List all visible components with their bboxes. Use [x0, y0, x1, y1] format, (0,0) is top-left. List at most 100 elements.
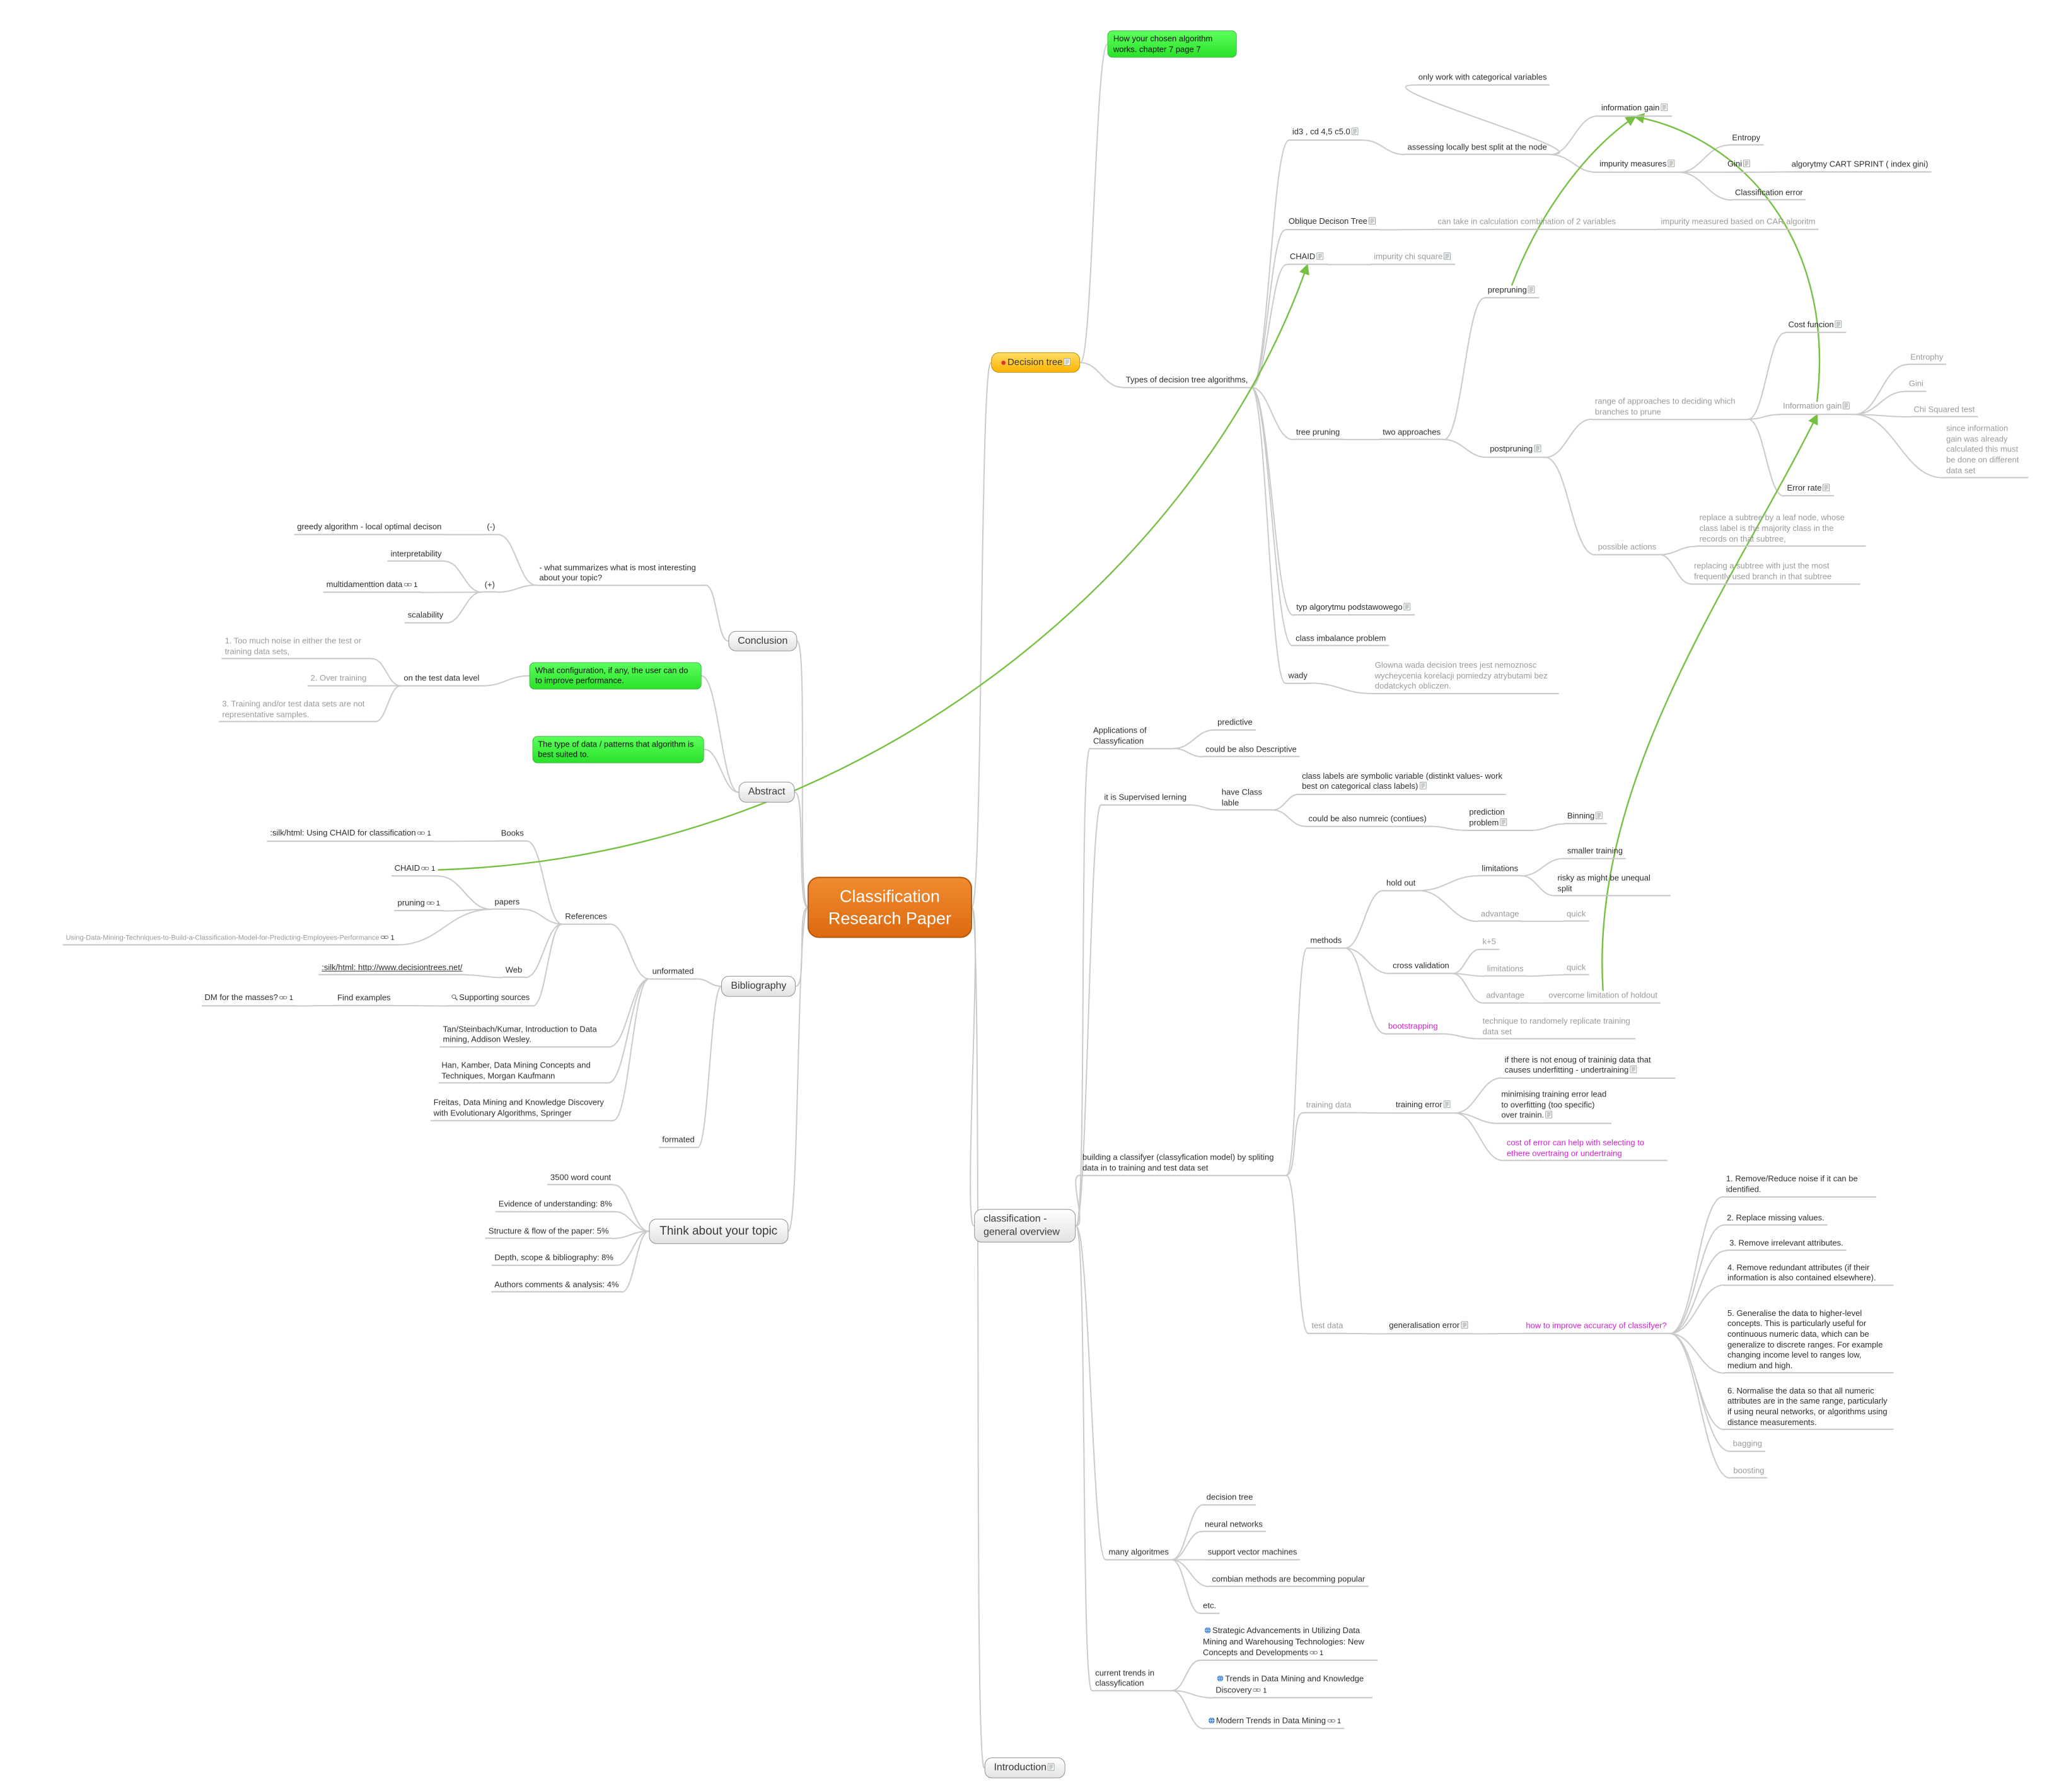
mindmap-node-types[interactable]: Types of decision tree algorithms, — [1122, 375, 1251, 388]
link-icon[interactable] — [1309, 1648, 1318, 1659]
mindmap-node-class-labels[interactable]: class labels are symbolic variable (dist… — [1299, 771, 1506, 795]
mindmap-node-only-work[interactable]: only work with categorical variables — [1415, 73, 1550, 86]
mindmap-node-root[interactable]: Classification Research Paper — [808, 876, 972, 938]
mindmap-node-possible-actions[interactable]: possible actions — [1594, 542, 1660, 556]
mindmap-node-building[interactable]: building a classifyer (classyfication mo… — [1079, 1153, 1287, 1177]
mindmap-node-chi-squared[interactable]: Chi Squared test — [1910, 404, 1978, 417]
link-icon[interactable] — [421, 864, 429, 875]
mindmap-node-binning[interactable]: Binning — [1563, 811, 1608, 825]
note-icon[interactable] — [1351, 127, 1359, 138]
mindmap-node-dt-algo[interactable]: decision tree — [1203, 1492, 1256, 1506]
mindmap-node-structure-flow[interactable]: Structure & flow of the paper: 5% — [485, 1226, 612, 1240]
mindmap-node-impurity-car[interactable]: impurity measured based on CAR algoritm — [1657, 217, 1819, 230]
mindmap-node-think-topic[interactable]: Think about your topic — [649, 1218, 789, 1244]
mindmap-node-bootstrapping[interactable]: bootstrapping — [1384, 1021, 1441, 1035]
link-icon[interactable] — [426, 899, 434, 909]
note-icon[interactable] — [1443, 1100, 1451, 1111]
mindmap-node-tan[interactable]: Tan/Steinbach/Kumar, Introduction to Dat… — [439, 1024, 610, 1048]
note-icon[interactable] — [1630, 1066, 1637, 1076]
mindmap-node-noise[interactable]: 1. Too much noise in either the test or … — [221, 636, 373, 660]
mindmap-node-training-error[interactable]: training error — [1392, 1100, 1455, 1114]
note-icon[interactable] — [1048, 1762, 1055, 1774]
note-icon[interactable] — [1534, 445, 1541, 455]
mindmap-node-introduction[interactable]: Introduction — [984, 1757, 1066, 1779]
mindmap-node-decisiontrees-url[interactable]: :silk/html: http://www.decisiontrees.net… — [318, 962, 466, 975]
mindmap-node-web[interactable]: Web — [502, 965, 526, 979]
mindmap-node-oblique[interactable]: Oblique Decison Tree — [1285, 217, 1380, 231]
mindmap-node-greedy[interactable]: greedy algorithm - local optimal decison — [294, 522, 445, 535]
note-icon[interactable] — [1500, 818, 1507, 829]
mindmap-node-postpruning[interactable]: postpruning — [1487, 444, 1546, 458]
mindmap-node-assessing[interactable]: assessing locally best split at the node — [1404, 142, 1550, 155]
mindmap-node-svm-algo[interactable]: support vector machines — [1204, 1547, 1301, 1561]
mindmap-node-type-of-data[interactable]: The type of data / patterns that algorit… — [532, 735, 704, 764]
mindmap-node-minus[interactable]: (-) — [484, 522, 499, 535]
mindmap-node-predictive[interactable]: predictive — [1214, 718, 1256, 731]
mindmap-node-minimising[interactable]: minimising training error lead to overfi… — [1498, 1090, 1612, 1124]
mindmap-node-current-trends[interactable]: current trends in classyfication — [1092, 1668, 1172, 1692]
link-icon[interactable] — [279, 994, 287, 1004]
mindmap-node-quick2[interactable]: quick — [1563, 962, 1589, 975]
mindmap-node-freitas[interactable]: Freitas, Data Mining and Knowledge Disco… — [430, 1098, 613, 1122]
mindmap-node-risky[interactable]: risky as might be unequal split — [1554, 873, 1671, 897]
mindmap-node-dm-masses[interactable]: DM for the masses?1 — [201, 993, 296, 1007]
mindmap-node-gini[interactable]: Gini — [1724, 159, 1755, 173]
mindmap-node-word-count[interactable]: 3500 word count — [547, 1173, 615, 1186]
mindmap-node-not-enough[interactable]: if there is not enoug of traininig data … — [1501, 1054, 1675, 1079]
mindmap-node-cost-of-error[interactable]: cost of error can help with selecting to… — [1503, 1138, 1668, 1161]
mindmap-node-cart[interactable]: algorytmy CART SPRINT ( index gini) — [1788, 160, 1932, 173]
mindmap-node-improve6[interactable]: 6. Normalise the data so that all numeri… — [1724, 1386, 1894, 1430]
note-icon[interactable] — [1403, 602, 1411, 614]
mindmap-node-gini2[interactable]: Gini — [1905, 379, 1927, 392]
mindmap-node-improve3[interactable]: 3. Remove irrelevant attributes. — [1726, 1238, 1847, 1252]
mindmap-node-how-improve[interactable]: how to improve accuracy of classifyer? — [1523, 1321, 1670, 1334]
mindmap-node-cost-funcion[interactable]: Cost funcion — [1785, 320, 1847, 334]
mindmap-node-not-representative[interactable]: 3. Training and/or test data sets are no… — [219, 699, 376, 723]
mindmap-node-bagging[interactable]: bagging — [1729, 1439, 1765, 1452]
mindmap-node-generalisation-error[interactable]: generalisation error — [1386, 1321, 1473, 1335]
mindmap-node-plus[interactable]: (+) — [481, 579, 498, 593]
mindmap-node-green-top[interactable]: How your chosen algorithm works. chapter… — [1107, 30, 1237, 58]
mindmap-node-unformated[interactable]: unformated — [649, 967, 697, 980]
mindmap-node-id3[interactable]: id3 , cd 4,5 c5.0 — [1289, 127, 1363, 141]
link-icon[interactable] — [417, 829, 426, 840]
mindmap-node-range-approaches[interactable]: range of approaches to deciding which br… — [1591, 397, 1748, 420]
mindmap-node-quick1[interactable]: quick — [1563, 909, 1589, 922]
mindmap-node-books[interactable]: Books — [497, 829, 527, 842]
note-icon[interactable] — [1064, 357, 1071, 369]
mindmap-node-tree-pruning[interactable]: tree pruning — [1292, 427, 1343, 440]
link-icon[interactable] — [403, 580, 412, 591]
mindmap-node-limitations1[interactable]: limitations — [1478, 863, 1522, 876]
note-icon[interactable] — [1835, 320, 1842, 331]
mindmap-node-prepruning[interactable]: prepruning — [1484, 285, 1540, 299]
mindmap-node-supporting-sources[interactable]: Supporting sources — [446, 993, 533, 1007]
note-icon[interactable] — [1419, 782, 1427, 793]
note-icon[interactable] — [1596, 811, 1603, 822]
mindmap-node-decision-tree[interactable]: Decision tree — [990, 352, 1081, 373]
mindmap-node-combian[interactable]: combian methods are becomming popular — [1209, 1574, 1369, 1587]
mindmap-node-on-test-data[interactable]: on the test data level — [400, 673, 483, 687]
mindmap-node-many-algoritmes[interactable]: many algoritmes — [1105, 1547, 1172, 1561]
mindmap-node-papers[interactable]: papers — [491, 897, 523, 910]
mindmap-node-descriptive[interactable]: could be also Descriptive — [1202, 744, 1300, 757]
mindmap-node-strategic[interactable]: Strategic Advancements in Utilizing Data… — [1200, 1626, 1378, 1661]
mindmap-node-overcome[interactable]: overcome limitation of holdout — [1545, 991, 1661, 1004]
mindmap-node-error-rate[interactable]: Error rate — [1784, 483, 1835, 497]
mindmap-node-cross-validation[interactable]: cross validation — [1389, 961, 1453, 974]
mindmap-node-info-gain[interactable]: information gain — [1598, 103, 1673, 117]
mindmap-node-class-overview[interactable]: classification - general overview — [973, 1209, 1076, 1243]
note-icon[interactable] — [1668, 160, 1675, 170]
mindmap-node-prediction-problem[interactable]: prediction problem — [1466, 807, 1531, 832]
note-icon[interactable] — [1316, 252, 1324, 263]
mindmap-node-applications[interactable]: Applications of Classyfication — [1090, 726, 1175, 750]
mindmap-node-take-calc[interactable]: can take in calculation combination of 2… — [1434, 217, 1619, 230]
mindmap-node-wady[interactable]: wady — [1285, 671, 1311, 684]
mindmap-node-formated[interactable]: formated — [659, 1135, 698, 1148]
mindmap-node-supervised[interactable]: it is Supervised lerning — [1101, 793, 1190, 806]
note-icon[interactable] — [1743, 160, 1751, 170]
mindmap-node-depth-scope[interactable]: Depth, scope & bibliography: 8% — [491, 1253, 617, 1266]
mindmap-node-impurity-measures[interactable]: impurity measures — [1596, 159, 1679, 173]
